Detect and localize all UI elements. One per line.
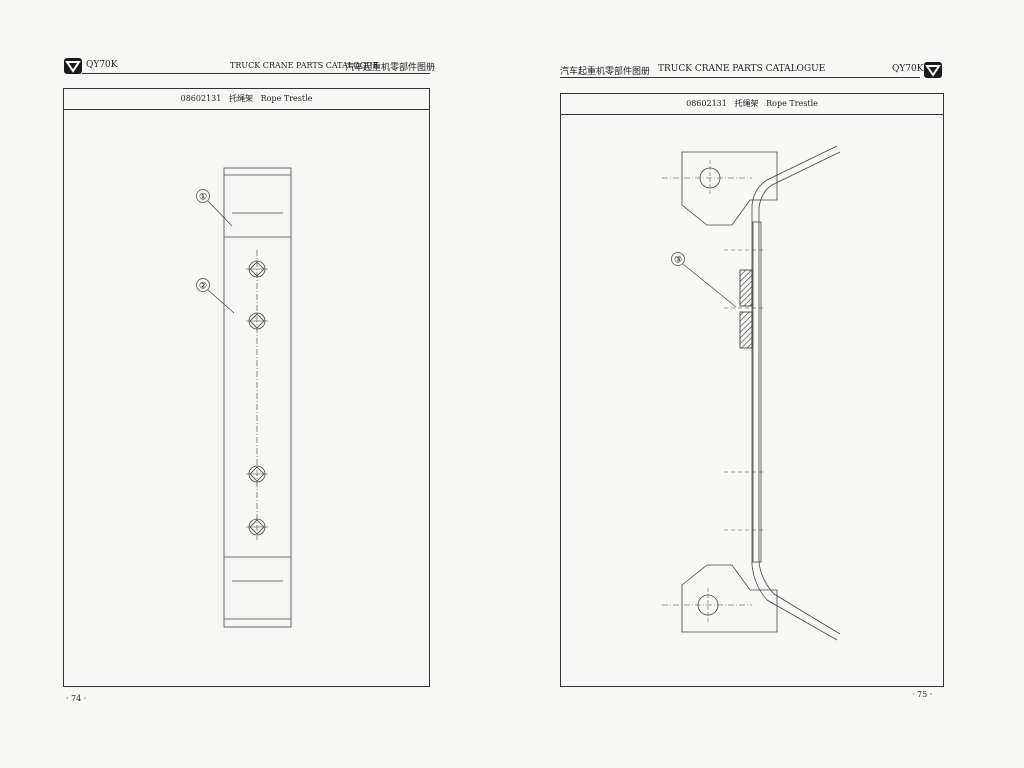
right-page: 汽车起重机零部件图册 TRUCK CRANE PARTS CATALOGUE Q… (512, 0, 1024, 768)
catalogue-title-cn: 汽车起重机零部件图册 (560, 67, 651, 77)
drawing-frame: 08602131 托绳架 Rope Trestle (560, 93, 944, 687)
callout-2: ② (199, 282, 207, 292)
bolt-hole (246, 260, 268, 278)
rubber-pad (739, 269, 753, 307)
model-label: QY70K (86, 60, 118, 70)
side-view-drawing: ③ (662, 145, 841, 641)
part-name-cn: 托绳架 (734, 99, 759, 108)
support-plate (752, 221, 762, 563)
page-number: · 74 · (66, 694, 87, 703)
upper-bracket (681, 151, 778, 226)
frame-title: 08602131 托绳架 Rope Trestle (561, 94, 943, 115)
bolt-hole (246, 465, 268, 483)
part-name-cn: 托绳架 (228, 94, 253, 103)
bolt-hole (246, 518, 268, 536)
brand-logo-icon (64, 58, 82, 74)
drawing-frame: 08602131 托绳架 Rope Trestle (63, 88, 430, 687)
part-number: 08602131 (180, 94, 222, 103)
callout-1: ① (199, 193, 207, 203)
callout-3: ③ (674, 256, 682, 266)
lower-bracket (681, 564, 778, 633)
header-rule (82, 73, 430, 74)
front-view-drawing: ① ② (196, 167, 292, 628)
page-number: · 75 · (912, 690, 933, 699)
catalogue-title: TRUCK CRANE PARTS CATALOGUE (230, 61, 379, 70)
rubber-pad (739, 311, 753, 349)
header-rule (560, 77, 920, 78)
model-label: QY70K (892, 64, 924, 74)
bent-rod (751, 145, 838, 641)
part-number: 08602131 (686, 99, 727, 108)
frame-title: 08602131 托绳架 Rope Trestle (64, 89, 429, 110)
rope-trestle-plate (223, 167, 292, 628)
bolt-hole (246, 312, 268, 330)
catalogue-title: TRUCK CRANE PARTS CATALOGUE (658, 64, 826, 74)
catalogue-title-cn: 汽车起重机零部件图册 (345, 63, 436, 73)
left-page: QY70K TRUCK CRANE PARTS CATALOGUE 汽车起重机零… (63, 58, 436, 703)
brand-logo-icon (924, 62, 942, 78)
part-name-en: Rope Trestle (766, 99, 818, 108)
part-name-en: Rope Trestle (260, 94, 313, 103)
